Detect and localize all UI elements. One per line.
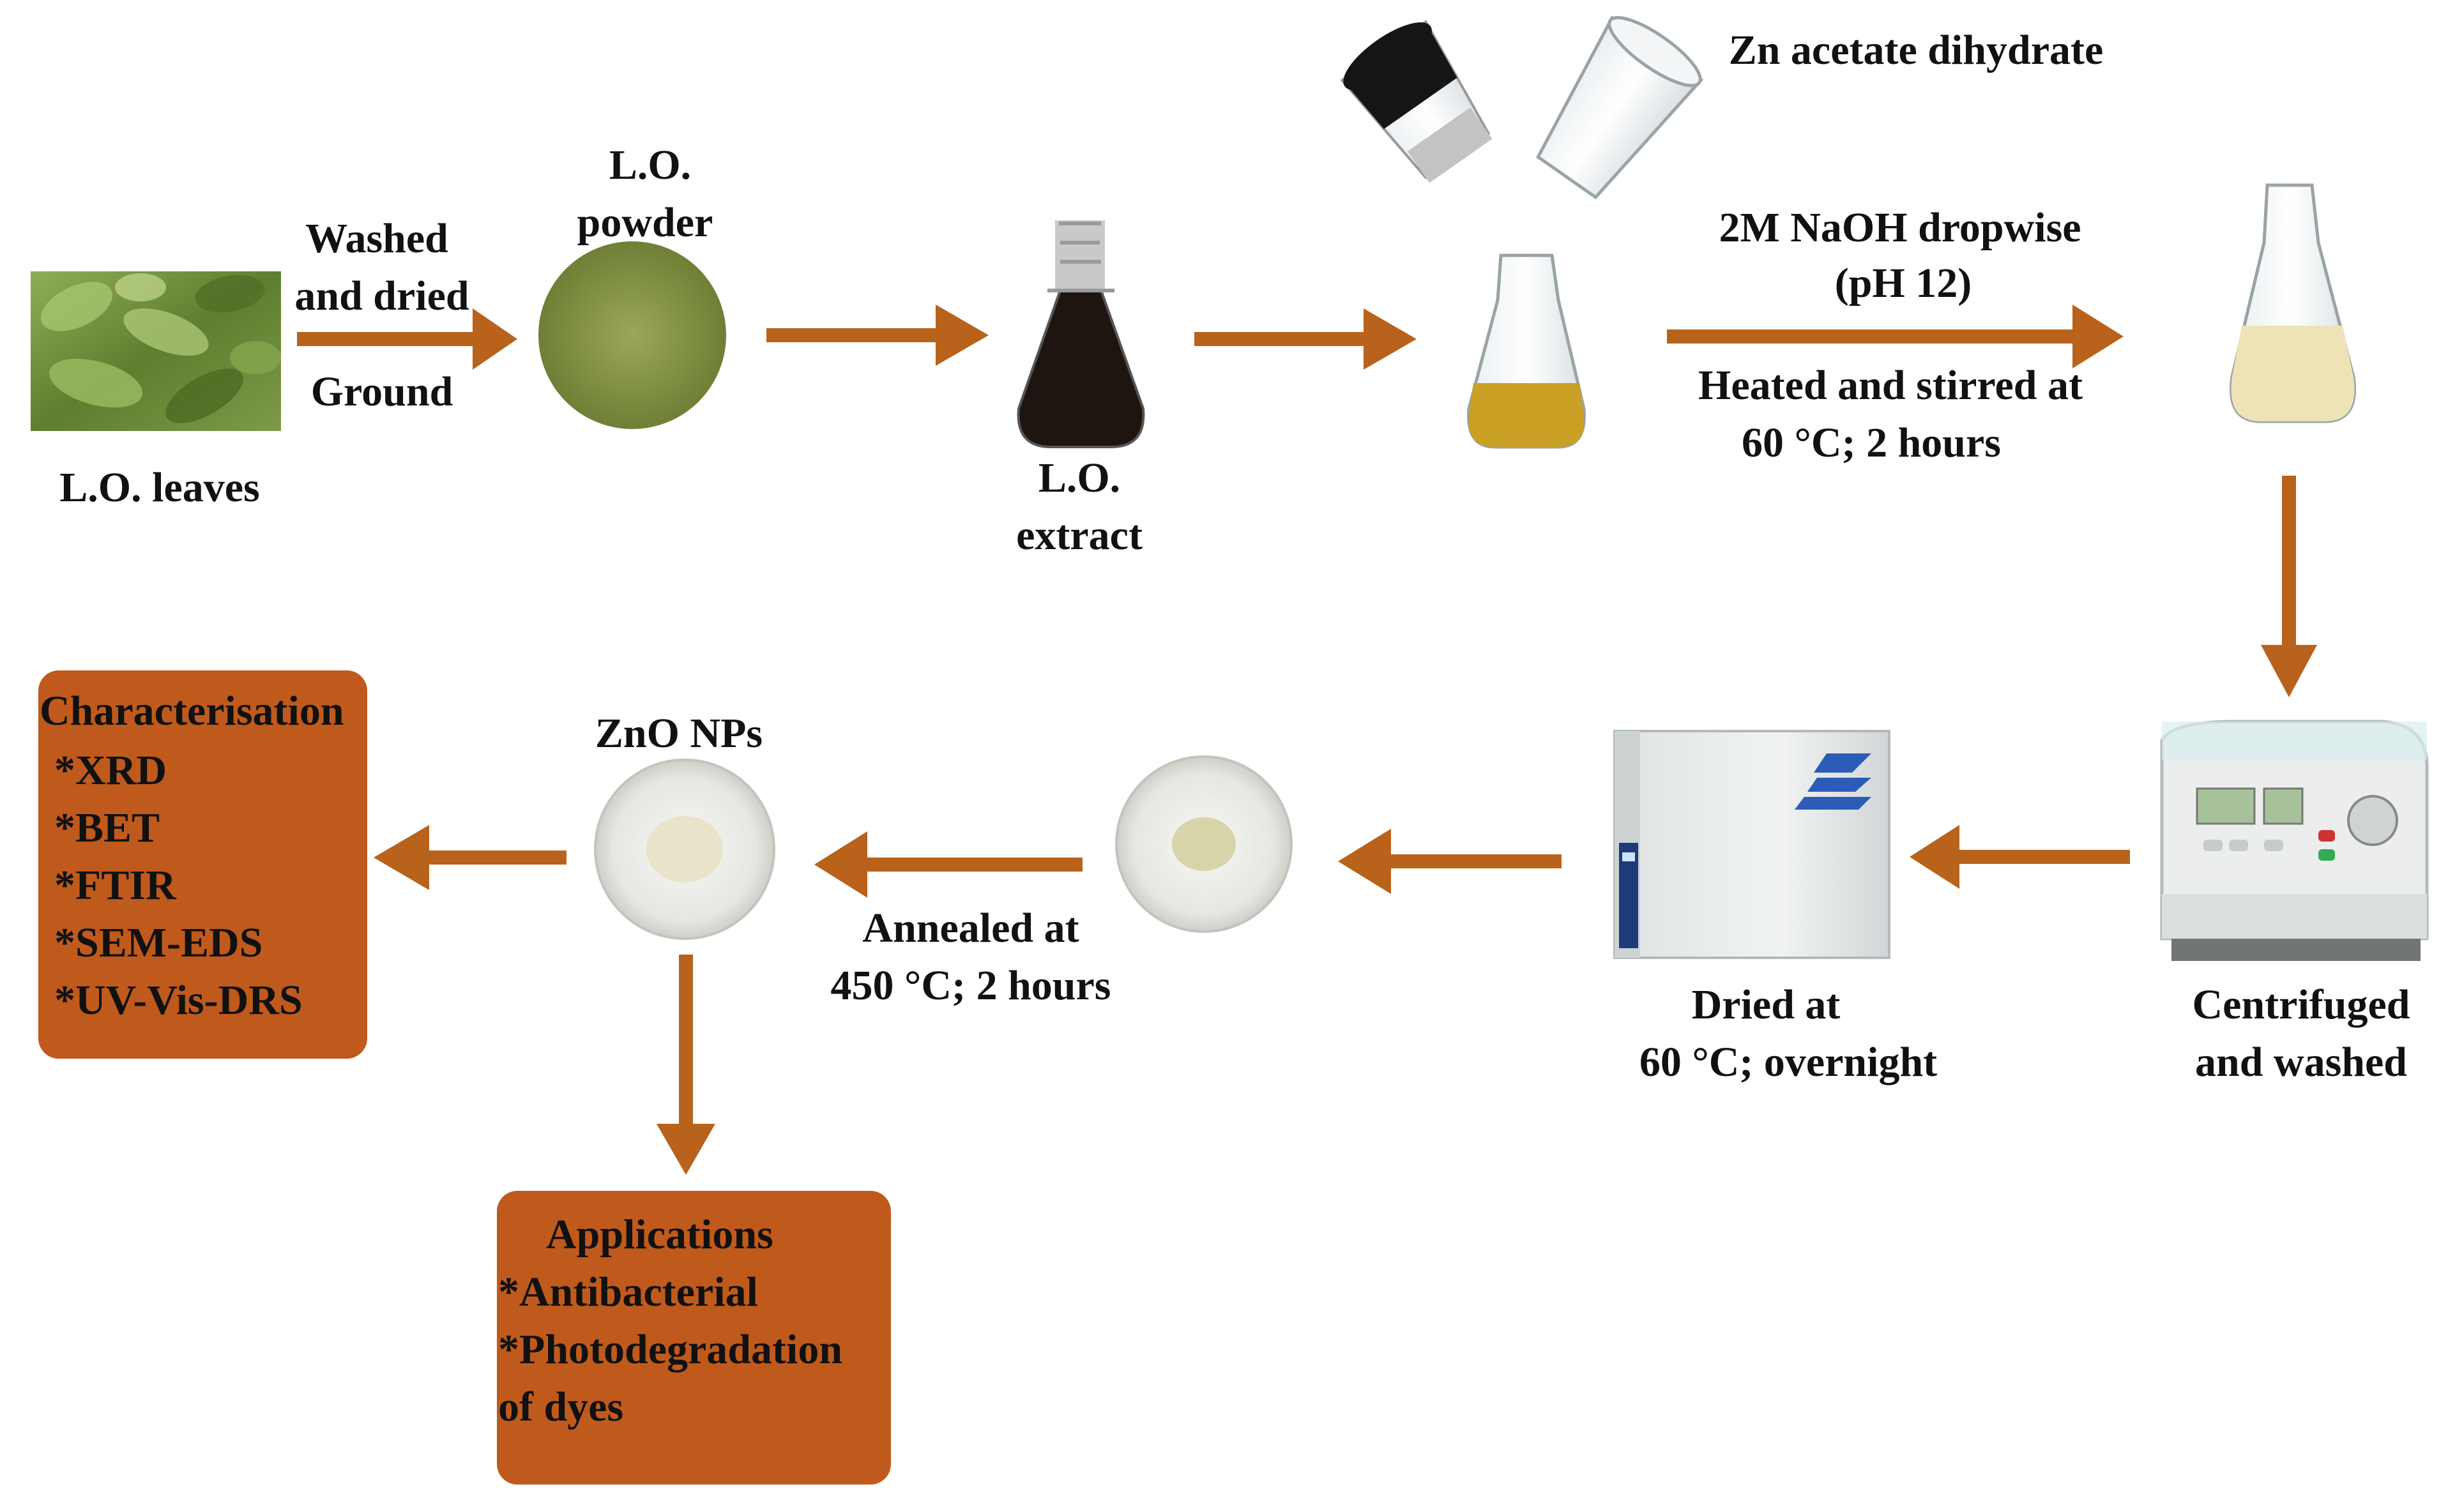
dried-powder-bowl-image — [1115, 755, 1293, 933]
arrow-oven-to-dried-bowl — [1338, 829, 1562, 894]
washed-label: Washed — [305, 215, 448, 262]
centrifuged-label-1: Centrifuged — [2193, 981, 2410, 1028]
arrow-centrifuge-to-oven — [1910, 825, 2130, 889]
applications-title: Applications — [546, 1211, 773, 1258]
characterisation-item: *UV-Vis-DRS — [54, 977, 303, 1024]
dried-label-1: Dried at — [1692, 981, 1841, 1028]
lo-powder-label-1: L.O. — [609, 142, 691, 188]
zn-acetate-label: Zn acetate dihydrate — [1729, 27, 2104, 73]
characterisation-box: Characterisation *XRD *BET *FTIR *SEM-ED… — [38, 670, 367, 1059]
zno-nps-bowl-image — [594, 759, 775, 940]
applications-line: of dyes — [498, 1384, 623, 1430]
arrow-zno-to-characterisation — [374, 825, 566, 890]
applications-line: *Photodegradation — [498, 1326, 842, 1373]
and-dried-label: and dried — [294, 273, 469, 319]
arrow-zno-to-applications — [657, 955, 715, 1175]
heated-temp-label: 60 °C; 2 hours — [1742, 420, 2001, 466]
applications-line: *Antibacterial — [498, 1269, 758, 1315]
characterisation-item: *XRD — [54, 747, 167, 794]
annealed-label-1: Annealed at — [862, 905, 1079, 951]
lo-extract-label-2: extract — [1016, 512, 1143, 559]
zn-acetate-beaker-image — [1536, 15, 1704, 200]
centrifuged-label-2: and washed — [2195, 1039, 2407, 1085]
arrow-leaves-to-powder — [297, 308, 517, 370]
arrow-precipitate-to-centrifuge — [2261, 476, 2317, 697]
ph-label: (pH 12) — [1835, 260, 1972, 306]
arrow-extract-to-mixture — [1194, 308, 1417, 370]
ground-label: Ground — [311, 368, 453, 415]
characterisation-item: *BET — [54, 805, 160, 851]
characterisation-item: *SEM-EDS — [54, 919, 262, 966]
naoh-label: 2M NaOH dropwise — [1719, 204, 2081, 251]
lo-extract-flask — [1017, 220, 1145, 448]
applications-box: Applications *Antibacterial *Photodegrad… — [497, 1191, 891, 1485]
annealed-label-2: 450 °C; 2 hours — [831, 962, 1111, 1009]
centrifuge-image — [2160, 720, 2429, 961]
precipitate-flask-image — [2230, 183, 2356, 423]
heated-label: Heated and stirred at — [1698, 362, 2083, 409]
extract-beaker-image — [1340, 20, 1493, 183]
lo-powder-image — [538, 241, 726, 429]
characterisation-title: Characterisation — [40, 688, 344, 734]
lo-extract-label-1: L.O. — [1038, 455, 1120, 501]
arrow-powder-to-extract — [766, 305, 989, 366]
lo-powder-label-2: powder — [577, 199, 713, 246]
arrow-dried-bowl-to-zno — [814, 831, 1083, 898]
zno-nps-label: ZnO NPs — [595, 710, 763, 757]
lo-leaves-label: L.O. leaves — [59, 464, 259, 511]
characterisation-item: *FTIR — [54, 862, 177, 909]
arrow-mixture-to-precipitate — [1667, 305, 2124, 368]
drying-oven-image — [1613, 730, 1890, 959]
mixture-flask-image — [1467, 253, 1586, 449]
dried-label-2: 60 °C; overnight — [1639, 1039, 1937, 1085]
leaves-photo — [31, 271, 281, 431]
